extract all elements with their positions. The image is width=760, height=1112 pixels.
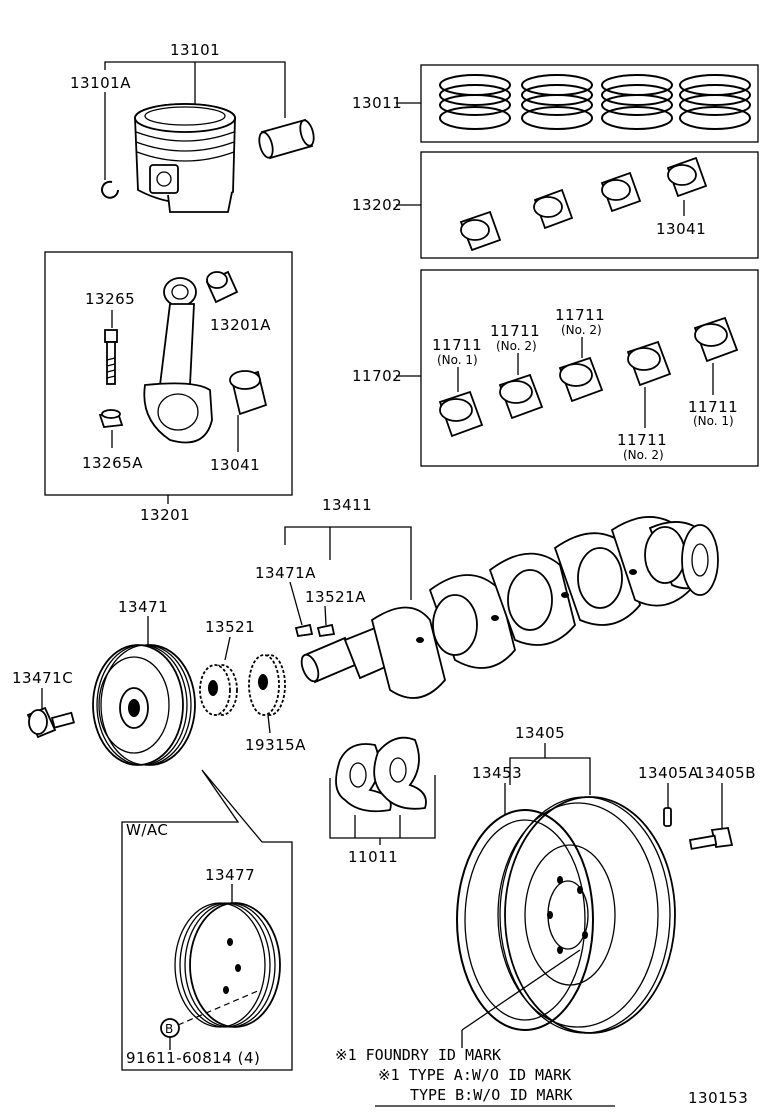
label-13011: 13011 — [352, 94, 402, 112]
crank-pulley — [92, 644, 196, 766]
figure-id: 130153 — [688, 1089, 748, 1107]
rod-bearing-1 — [459, 210, 502, 252]
flywheel-bolt — [688, 827, 734, 850]
label-13411: 13411 — [322, 496, 372, 514]
crankshaft — [300, 516, 719, 699]
snap-ring — [101, 180, 119, 199]
label-11711-b: 11711 — [490, 322, 540, 340]
piston-pin — [258, 118, 315, 160]
label-13101: 13101 — [170, 41, 220, 59]
key-13471a — [294, 623, 314, 638]
label-13405: 13405 — [515, 724, 565, 742]
dowel-pin — [663, 807, 672, 827]
label-13265a: 13265A — [82, 454, 143, 472]
label-19315a: 19315A — [245, 736, 306, 754]
piston-group: 13101 13101A — [70, 41, 315, 213]
label-11711-c-sub: (No. 2) — [561, 323, 602, 337]
label-b-marker: B — [165, 1022, 173, 1036]
timing-gear-group: 13521 19315A — [199, 618, 306, 754]
main-bearing-4 — [626, 340, 672, 387]
ring-set-2 — [521, 74, 593, 130]
label-13405b: 13405B — [695, 764, 756, 782]
crank-pulley-group: 13471 13471C — [12, 598, 196, 766]
main-bearing-3 — [558, 356, 604, 403]
label-13471a: 13471A — [255, 564, 316, 582]
ring-set-1 — [439, 74, 511, 130]
label-wac: W/AC — [126, 821, 168, 839]
timing-sensor-plate — [248, 654, 286, 716]
timing-gear — [199, 664, 238, 716]
rod-bolt — [104, 329, 118, 385]
label-13041-top: 13041 — [656, 220, 706, 238]
label-11711-c: 11711 — [555, 306, 605, 324]
key-13521a — [316, 623, 336, 638]
note-line-2: ※1 TYPE A:W/O ID MARK — [378, 1066, 571, 1084]
rod-bearing-2 — [533, 188, 574, 230]
piston-rings-box: 13011 — [352, 64, 759, 143]
label-13101a: 13101A — [70, 74, 131, 92]
label-11711-d-sub: (No. 2) — [623, 448, 664, 462]
label-13201a: 13201A — [210, 316, 271, 334]
note-line-1: ※1 FOUNDRY ID MARK — [335, 1046, 501, 1064]
small-end-bushing — [205, 270, 239, 304]
label-bolt-91611: 91611-60814 (4) — [126, 1049, 260, 1067]
label-11711-e: 11711 — [688, 398, 738, 416]
rod-bearing-3 — [600, 171, 642, 213]
pulley-bolt — [26, 706, 76, 739]
flywheel-group: 13405 13453 13405A 13405B — [456, 724, 756, 1048]
label-13471: 13471 — [118, 598, 168, 616]
label-13521a: 13521A — [305, 588, 366, 606]
main-bearing-1 — [438, 390, 484, 438]
thrust-washer-2 — [373, 736, 427, 810]
label-13201: 13201 — [140, 506, 190, 524]
label-13041-rod: 13041 — [210, 456, 260, 474]
connecting-rod-box: 13265 13201A 1326 — [44, 251, 293, 524]
rod-bearing-box: 13202 13041 — [352, 151, 759, 259]
main-bearing-box: 11702 11711 (No. 1) 11711 (No. 2) 11711 … — [352, 269, 759, 467]
label-13405a: 13405A — [638, 764, 699, 782]
ring-set-4 — [679, 74, 751, 130]
label-13453: 13453 — [472, 764, 522, 782]
ac-pulley — [174, 902, 281, 1028]
rod-bearing-4 — [666, 156, 708, 198]
rod-bearing — [229, 370, 268, 416]
note-line-3: TYPE B:W/O ID MARK — [410, 1086, 573, 1104]
main-bearing-5 — [693, 316, 739, 363]
label-13471c: 13471C — [12, 669, 73, 687]
connecting-rod — [143, 277, 213, 444]
piston — [134, 103, 236, 213]
ring-gear — [456, 809, 594, 1031]
main-bearing-2 — [498, 373, 544, 420]
label-11011: 11011 — [348, 848, 398, 866]
label-13521: 13521 — [205, 618, 255, 636]
wac-pulley-box: W/AC 13477 B 91611-60814 (4) — [121, 769, 293, 1071]
label-11702: 11702 — [352, 367, 402, 385]
label-13202: 13202 — [352, 196, 402, 214]
label-11711-d: 11711 — [617, 431, 667, 449]
thrust-washer-group: 11011 — [329, 736, 436, 866]
flywheel — [497, 796, 676, 1034]
crankshaft-group: 13411 13471A 13521A — [255, 496, 719, 699]
label-13477: 13477 — [205, 866, 255, 884]
ring-set-3 — [601, 74, 673, 130]
label-11711-b-sub: (No. 2) — [496, 339, 537, 353]
label-11711-a: 11711 — [432, 336, 482, 354]
label-11711-a-sub: (No. 1) — [437, 353, 478, 367]
label-11711-e-sub: (No. 1) — [693, 414, 734, 428]
foundry-id-notes: ※1 FOUNDRY ID MARK ※1 TYPE A:W/O ID MARK… — [335, 1046, 615, 1107]
label-13265: 13265 — [85, 290, 135, 308]
rod-nut — [98, 409, 124, 428]
